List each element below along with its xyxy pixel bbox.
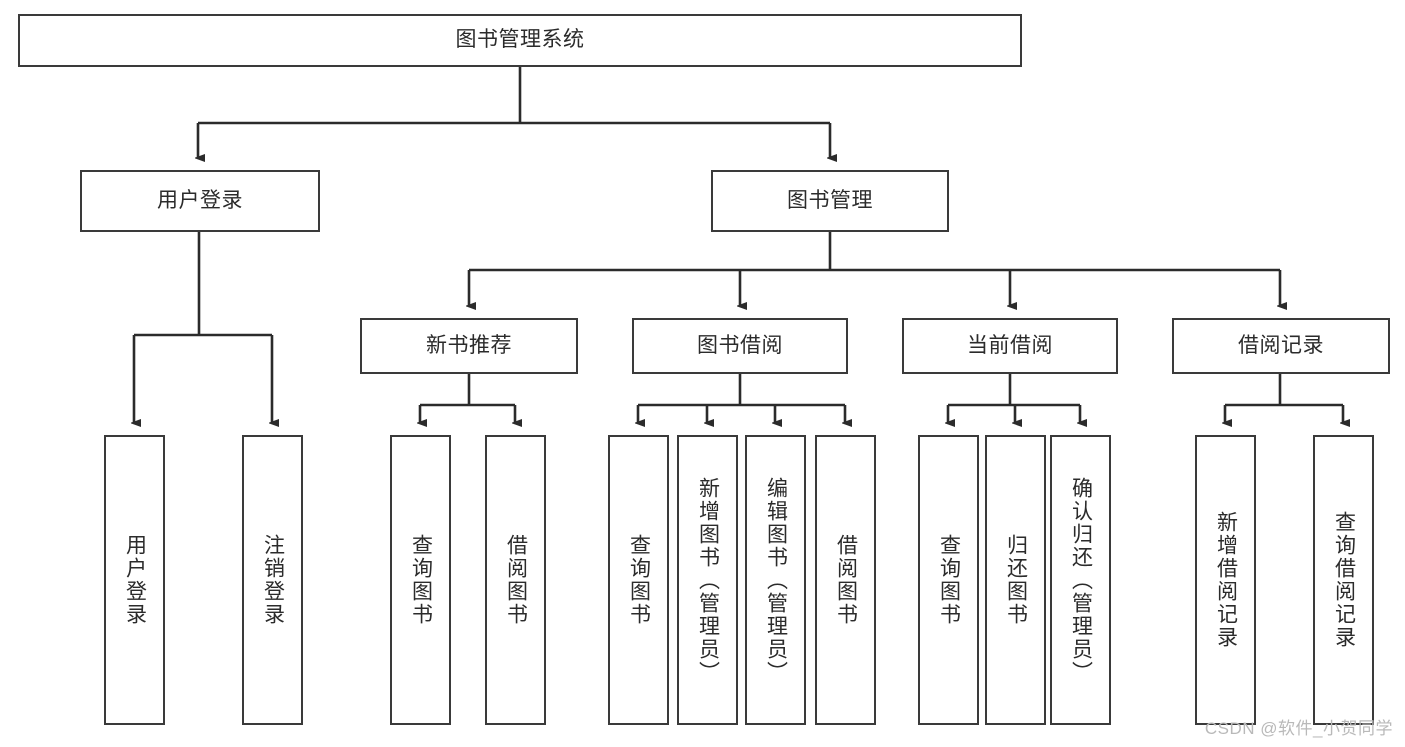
node-label: 查询借阅记录 bbox=[1332, 511, 1356, 649]
node-book-management[interactable]: 图书管理 bbox=[711, 170, 949, 232]
node-borrow-record[interactable]: 借阅记录 bbox=[1172, 318, 1390, 374]
node-label: 新书推荐 bbox=[426, 333, 512, 357]
node-new-book-recommend[interactable]: 新书推荐 bbox=[360, 318, 578, 374]
node-label: 借阅图书 bbox=[834, 534, 858, 626]
node-leaf-return-book[interactable]: 归还图书 bbox=[985, 435, 1046, 725]
node-label: 查询图书 bbox=[627, 534, 651, 626]
node-leaf-user-login[interactable]: 用户登录 bbox=[104, 435, 165, 725]
node-leaf-query-book-current[interactable]: 查询图书 bbox=[918, 435, 979, 725]
node-label: 用户登录 bbox=[157, 188, 243, 212]
node-label: 借阅图书 bbox=[504, 534, 528, 626]
node-leaf-add-borrow-record[interactable]: 新增借阅记录 bbox=[1195, 435, 1256, 725]
node-label: 图书借阅 bbox=[697, 333, 783, 357]
node-label: 当前借阅 bbox=[967, 333, 1053, 357]
node-label: 借阅记录 bbox=[1238, 333, 1324, 357]
node-label: 图书管理 bbox=[787, 188, 873, 212]
node-leaf-query-book-recommend[interactable]: 查询图书 bbox=[390, 435, 451, 725]
node-label: 新增图书（管理员） bbox=[696, 476, 720, 684]
node-leaf-confirm-return-admin[interactable]: 确认归还（管理员） bbox=[1050, 435, 1111, 725]
node-user-login[interactable]: 用户登录 bbox=[80, 170, 320, 232]
node-label: 图书管理系统 bbox=[455, 28, 585, 52]
node-label: 新增借阅记录 bbox=[1214, 511, 1238, 649]
node-leaf-borrow-book-recommend[interactable]: 借阅图书 bbox=[485, 435, 546, 725]
node-label: 注销登录 bbox=[261, 534, 285, 626]
watermark: CSDN @软件_小贺同学 bbox=[1204, 719, 1393, 738]
node-label: 归还图书 bbox=[1004, 534, 1028, 626]
node-leaf-query-borrow-record[interactable]: 查询借阅记录 bbox=[1313, 435, 1374, 725]
node-root-book-management-system[interactable]: 图书管理系统 bbox=[18, 14, 1022, 67]
node-label: 查询图书 bbox=[937, 534, 961, 626]
node-leaf-logout[interactable]: 注销登录 bbox=[242, 435, 303, 725]
node-leaf-query-book-borrow[interactable]: 查询图书 bbox=[608, 435, 669, 725]
node-book-borrow[interactable]: 图书借阅 bbox=[632, 318, 848, 374]
node-label: 查询图书 bbox=[409, 534, 433, 626]
node-leaf-add-book-admin[interactable]: 新增图书（管理员） bbox=[677, 435, 738, 725]
node-label: 用户登录 bbox=[123, 534, 147, 626]
node-leaf-borrow-book[interactable]: 借阅图书 bbox=[815, 435, 876, 725]
node-label: 确认归还（管理员） bbox=[1069, 476, 1093, 684]
node-label: 编辑图书（管理员） bbox=[764, 476, 788, 684]
node-current-borrow[interactable]: 当前借阅 bbox=[902, 318, 1118, 374]
node-leaf-edit-book-admin[interactable]: 编辑图书（管理员） bbox=[745, 435, 806, 725]
